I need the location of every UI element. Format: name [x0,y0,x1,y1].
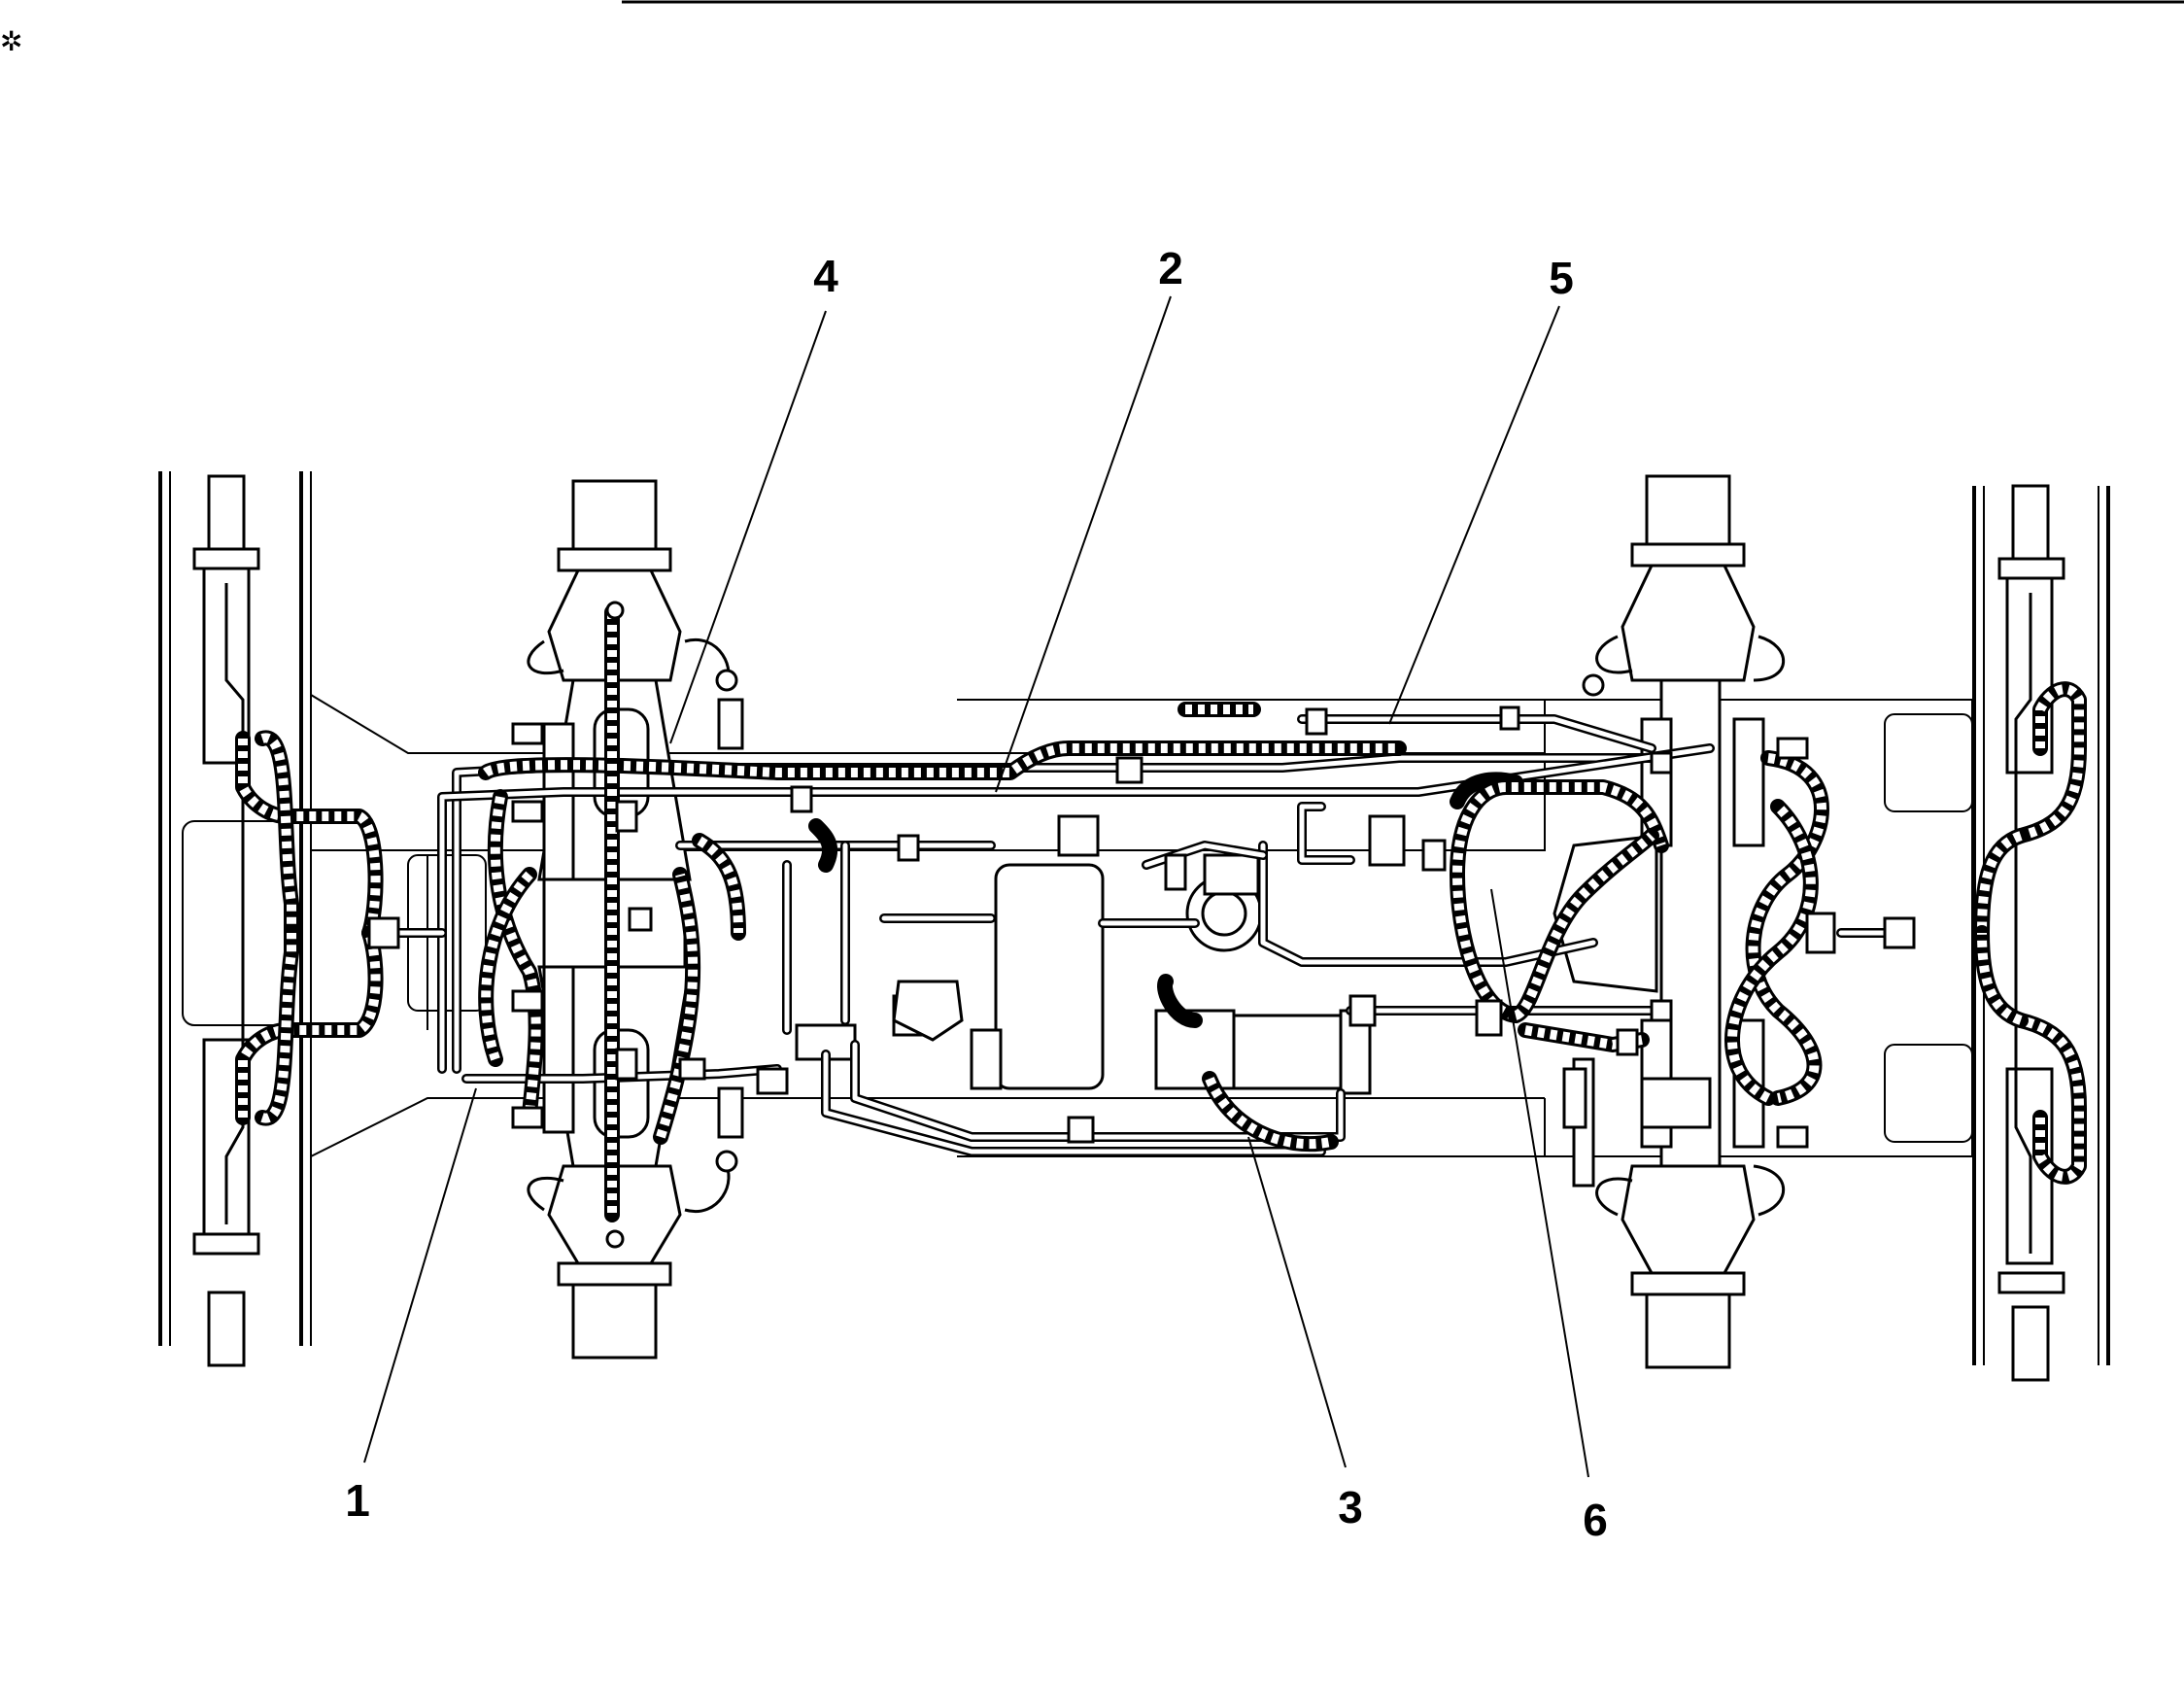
leader-line-5 [1388,305,1560,725]
leader-lines [363,295,1589,1478]
callout-labels: 4 2 5 1 3 6 [345,243,1608,1545]
braided-hoses [235,604,2087,1222]
right-outer-rails [1972,484,2110,1382]
callout-5: 5 [1549,253,1574,303]
callout-3: 3 [1338,1482,1363,1532]
central-components [795,814,1587,1129]
callout-4: 4 [813,251,838,301]
callout-2: 2 [1158,243,1183,293]
callout-1: 1 [345,1475,370,1526]
left-outer-rails [158,471,312,1367]
callout-6: 6 [1583,1495,1608,1545]
fittings [367,601,1916,1249]
leader-line-1 [363,1087,477,1463]
right-axle [1553,474,1786,1369]
leader-line-3 [1247,1136,1347,1468]
leader-line-6 [1490,888,1589,1478]
leader-line-4 [669,310,827,744]
corner-mark: ✲ [0,25,22,57]
leader-line-2 [995,295,1172,793]
